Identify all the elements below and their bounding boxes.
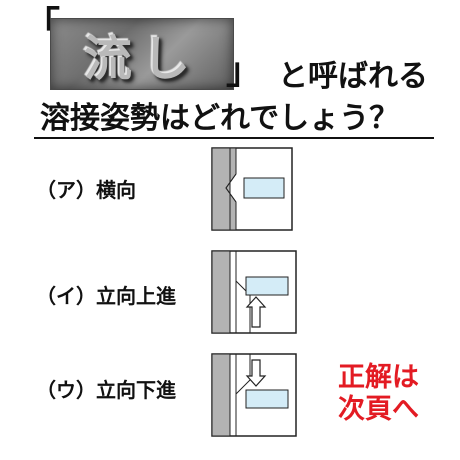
answer-note: 正解は 次頁へ xyxy=(338,362,419,427)
weld-bead xyxy=(243,177,285,199)
groove-edge xyxy=(225,173,237,203)
stamp-text: 流し xyxy=(83,31,200,87)
vertical-up-weld-diagram xyxy=(211,250,297,334)
option-label-vertical-down: （ウ）立向下進 xyxy=(36,378,176,402)
horizontal-weld-diagram xyxy=(211,147,293,231)
answer-note-line2: 次頁へ xyxy=(338,394,419,426)
weld-bead xyxy=(245,389,289,409)
stamp-image: 流し xyxy=(50,18,234,90)
title-suffix: と呼ばれる xyxy=(278,59,428,94)
title-question: 溶接姿勢はどれでしょう？ xyxy=(40,101,400,136)
title-underline xyxy=(34,137,434,139)
close-bracket: 」 xyxy=(226,51,263,92)
option-label-horizontal: （ア）横向 xyxy=(36,178,136,202)
weld-bead xyxy=(245,276,289,296)
arrow-up-icon xyxy=(245,296,267,328)
option-label-vertical-up: （イ）立向上進 xyxy=(36,284,176,308)
arrow-down-icon xyxy=(245,359,267,387)
answer-note-line1: 正解は xyxy=(338,362,419,393)
vertical-down-weld-diagram xyxy=(211,353,297,437)
base-plate xyxy=(211,250,231,334)
base-plate xyxy=(211,353,231,437)
